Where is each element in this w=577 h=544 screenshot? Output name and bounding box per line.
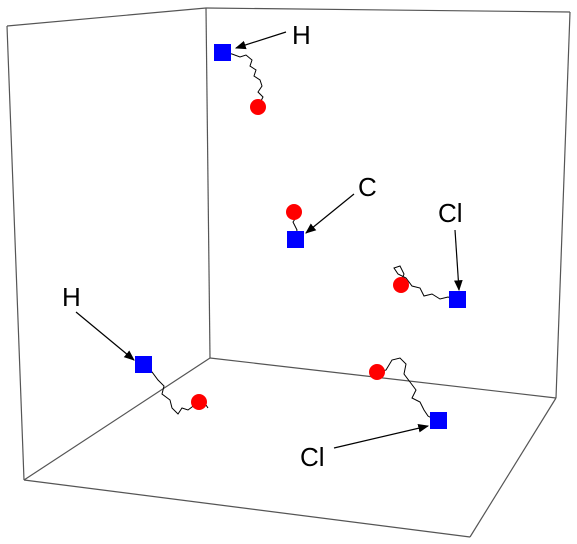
end-marker-h-left (191, 394, 207, 410)
start-marker-c-center (287, 231, 304, 248)
start-marker-h-top (214, 44, 231, 61)
box-edge-floor-left (23, 357, 211, 481)
box-edge-right (555, 11, 571, 399)
label-h-top: H (292, 20, 311, 50)
atom-h-top: H (214, 20, 311, 115)
box-edge-top-right (205, 7, 571, 13)
atom-h-left: H (62, 282, 209, 415)
arrow-h-top (234, 31, 287, 50)
box-edge-back-left (6, 25, 25, 481)
box-edge-floor-back (209, 357, 557, 399)
label-h-left: H (62, 282, 81, 312)
end-marker-h-top (250, 99, 266, 115)
box-edge-back-top (6, 7, 207, 27)
start-marker-h-left (135, 356, 152, 373)
end-marker-cl-bottom (369, 364, 385, 380)
end-marker-cl-right (393, 277, 409, 293)
end-marker-c-center (286, 204, 302, 220)
atom-c-center: C (286, 172, 377, 248)
trajectory-h-top (221, 51, 264, 108)
box-edge-floor-front (23, 479, 471, 538)
box-edge-back-vertical (205, 7, 211, 359)
atom-cl-right: Cl (393, 198, 466, 308)
box-edge-floor-right (469, 397, 557, 538)
arrow-h-left (75, 311, 135, 361)
arrow-cl-right (454, 229, 463, 292)
atom-cl-bottom: Cl (300, 357, 447, 472)
bounding-box (6, 7, 571, 538)
start-marker-cl-right (449, 291, 466, 308)
start-marker-cl-bottom (430, 412, 447, 429)
label-cl-right: Cl (438, 198, 463, 228)
trajectory-cl-right (393, 265, 458, 301)
arrow-c-center (305, 193, 355, 234)
trajectory-cl-bottom (379, 357, 438, 422)
arrow-cl-bottom (333, 424, 430, 449)
label-cl-bottom: Cl (300, 442, 325, 472)
label-c-center: C (358, 172, 377, 202)
